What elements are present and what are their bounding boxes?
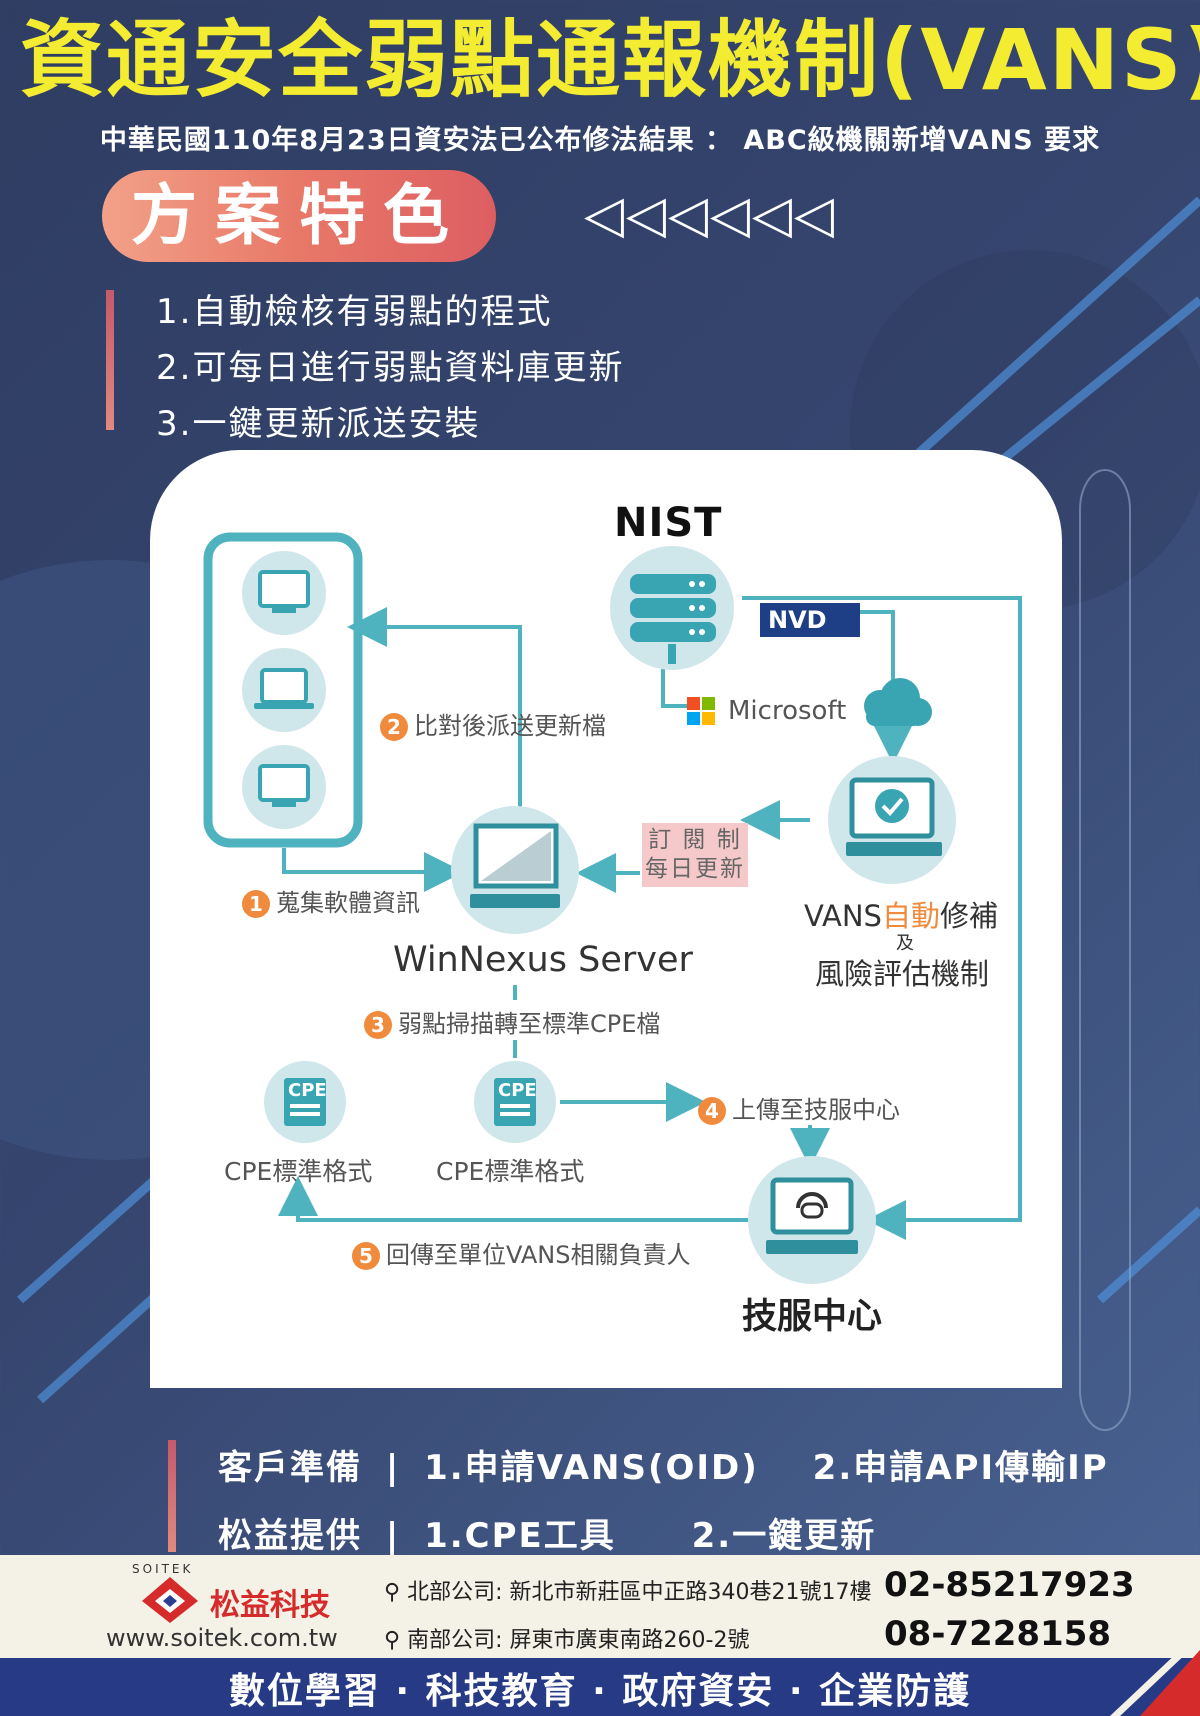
phone-north[interactable]: 02-85217923: [884, 1565, 1135, 1605]
cpe-file-icon-left: [264, 1061, 346, 1143]
website-link[interactable]: www.soitek.com.tw: [106, 1624, 338, 1652]
customer-item-1: 1.申請VANS(OID): [424, 1448, 759, 1488]
desktop-icon-2: [242, 745, 326, 829]
provider-item-2: 2.一鍵更新: [691, 1516, 877, 1556]
pin-icon: ⚲: [384, 1580, 408, 1605]
cpe-format-left: CPE標準格式: [224, 1157, 373, 1186]
provider-label: 松益提供: [218, 1516, 362, 1556]
microsoft-logo-icon: [687, 697, 715, 725]
bottom-accent-bar: [168, 1440, 176, 1552]
subscription-box: [642, 823, 748, 887]
nvd-label: NVD: [768, 606, 827, 634]
cloud-icon: [864, 678, 932, 726]
winnexus-server-icon: [451, 806, 579, 934]
cpe-icon-text-left: CPE: [288, 1080, 327, 1101]
logo-arc-text: SOITEK: [132, 1562, 194, 1576]
microsoft-label: Microsoft: [728, 696, 847, 726]
support-center-label: 技服中心: [742, 1297, 883, 1337]
slogan: 數位學習 · 科技教育 · 政府資安 · 企業防護: [228, 1671, 972, 1712]
client-devices-frame: [203, 532, 363, 848]
north-address: ⚲ 北部公司: 新北市新莊區中正路340巷21號17樓: [384, 1580, 872, 1605]
provider-item-1: 1.CPE工具: [424, 1516, 616, 1556]
feature-item-1: 1.自動檢核有弱點的程式: [156, 292, 553, 332]
cpe-format-mid: CPE標準格式: [436, 1157, 585, 1186]
support-center-icon: [748, 1156, 876, 1284]
vans-label: VANS自動修補: [804, 899, 998, 933]
vans-check-computer-icon: [828, 756, 956, 884]
pin-icon: ⚲: [384, 1628, 408, 1653]
features-badge: 方案特色: [102, 170, 496, 262]
feature-item-3: 3.一鍵更新派送安裝: [156, 404, 481, 444]
desktop-icon-1: [242, 551, 326, 635]
company-name: 松益科技: [210, 1588, 330, 1623]
provider-row: 松益提供 | 1.CPE工具 2.一鍵更新: [218, 1516, 877, 1556]
features-accent-bar: [106, 290, 114, 430]
cpe-icon-text-mid: CPE: [498, 1080, 537, 1101]
customer-row: 客戶準備 | 1.申請VANS(OID) 2.申請API傳輸IP: [218, 1448, 1109, 1488]
soitek-logo-icon: [142, 1577, 198, 1623]
corner-stripe: [1110, 1650, 1200, 1716]
and-label: 及: [896, 933, 914, 954]
left-arrows-icon: ◁◁◁◁◁◁: [584, 185, 836, 245]
south-address: ⚲ 南部公司: 屏東市廣東南路260-2號: [384, 1628, 750, 1653]
laptop-icon: [242, 648, 326, 732]
daily-update-line: 每日更新: [645, 856, 745, 882]
phone-south[interactable]: 08-7228158: [884, 1614, 1112, 1654]
subtitle: 中華民國110年8月23日資安法已公布修法結果 ： ABC級機關新增VANS 要…: [99, 125, 1101, 156]
page-title: 資通安全弱點通報機制(VANS): [20, 11, 1200, 109]
nvd-badge: [760, 603, 860, 637]
database-server-icon: [610, 546, 734, 670]
customer-label: 客戶準備: [218, 1448, 362, 1488]
customer-item-2: 2.申請API傳輸IP: [812, 1448, 1109, 1488]
risk-label: 風險評估機制: [815, 957, 990, 991]
cpe-file-icon-mid: [474, 1061, 556, 1143]
server-label: WinNexus Server: [393, 940, 693, 980]
feature-item-2: 2.可每日進行弱點資料庫更新: [156, 348, 625, 388]
subscription-line: 訂 閱 制: [648, 827, 742, 853]
subscription-text: 訂 閱 制 每日更新: [645, 826, 745, 884]
slogan-bar: [0, 1658, 1200, 1716]
nist-logo: NIST: [614, 500, 723, 546]
